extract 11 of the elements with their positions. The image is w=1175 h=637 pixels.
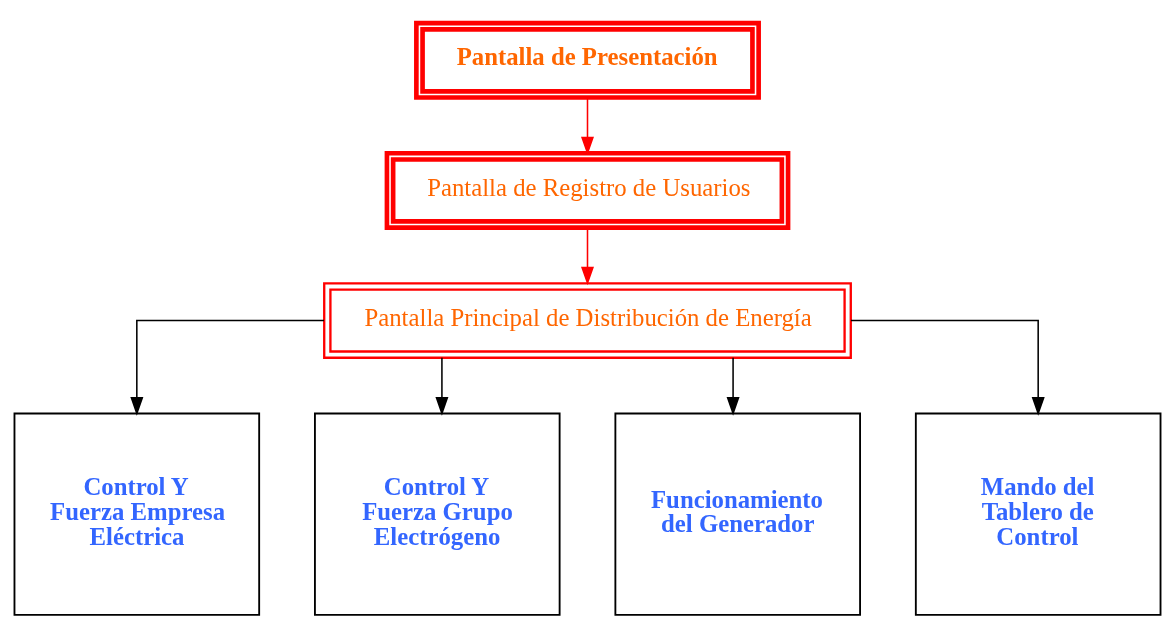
arrow <box>726 356 740 416</box>
node-box: Pantalla Principal de Distribución de Energía <box>323 281 852 359</box>
arrow <box>850 319 1045 416</box>
node-box: Mando del Tablero de Control <box>914 412 1162 616</box>
node-box: Pantalla de Registro de Usuarios <box>384 150 791 230</box>
node-box: Funcionamiento del Generador <box>614 412 861 616</box>
node-box: Control Y Fuerza Empresa Eléctrica <box>13 412 261 616</box>
arrow <box>435 356 449 416</box>
node-box: Control Y Fuerza Grupo Electrógeno <box>314 412 561 616</box>
node-box: Pantalla de Presentación <box>414 20 761 100</box>
arrow <box>130 319 325 416</box>
